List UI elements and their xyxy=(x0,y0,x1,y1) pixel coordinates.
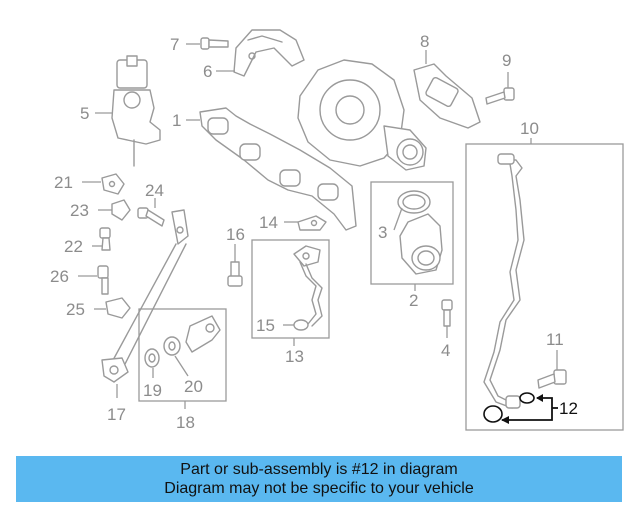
part-8-bracket[interactable] xyxy=(413,63,481,129)
part-5-actuator[interactable] xyxy=(111,55,161,167)
part-22-bolt[interactable] xyxy=(99,227,111,251)
callout-5[interactable]: 5 xyxy=(80,104,89,123)
callout-14[interactable]: 14 xyxy=(259,213,278,232)
part-14-clip[interactable] xyxy=(297,215,327,231)
leader-12 xyxy=(502,397,553,421)
callout-24[interactable]: 24 xyxy=(145,181,164,200)
part-2-intake-elbow[interactable] xyxy=(399,213,443,275)
part-7-bolt[interactable] xyxy=(200,37,229,50)
callout-11[interactable]: 11 xyxy=(546,330,564,349)
part-3-gasket[interactable] xyxy=(397,190,431,214)
callout-19[interactable]: 19 xyxy=(143,381,162,400)
banner-line-1: Part or sub-assembly is #12 in diagram xyxy=(180,461,458,478)
group-box-2 xyxy=(370,181,454,285)
callout-17[interactable]: 17 xyxy=(107,405,126,424)
parts-diagram: 7 6 5 1 8 xyxy=(50,29,624,432)
part-21-clamp[interactable] xyxy=(101,173,125,195)
part-20-washer[interactable] xyxy=(163,336,181,356)
callout-3[interactable]: 3 xyxy=(378,223,387,242)
callout-1[interactable]: 1 xyxy=(172,111,181,130)
part-17-support-rod[interactable] xyxy=(101,209,189,383)
callout-6[interactable]: 6 xyxy=(203,62,212,81)
callout-9[interactable]: 9 xyxy=(502,51,511,70)
part-15-seal[interactable] xyxy=(293,319,309,331)
part-6-heat-shield[interactable] xyxy=(233,29,305,77)
leader-12-arrow-upper xyxy=(536,394,543,402)
part-4-bolt[interactable] xyxy=(441,299,453,327)
callout-18[interactable]: 18 xyxy=(176,413,195,432)
group-box-13 xyxy=(251,239,330,339)
callout-23[interactable]: 23 xyxy=(70,201,89,220)
callout-2[interactable]: 2 xyxy=(409,291,418,310)
callout-26[interactable]: 26 xyxy=(50,267,69,286)
part-1-turbocharger-manifold[interactable] xyxy=(199,59,427,231)
part-11-bolt[interactable] xyxy=(537,369,567,389)
callout-7[interactable]: 7 xyxy=(170,35,179,54)
part-10-oil-line[interactable] xyxy=(483,153,525,409)
part-23-clamp[interactable] xyxy=(111,199,131,221)
part-19-washer[interactable] xyxy=(144,348,160,368)
callout-4[interactable]: 4 xyxy=(441,341,450,360)
part-25-clip[interactable] xyxy=(105,297,131,319)
callout-12[interactable]: 12 xyxy=(559,399,578,418)
group-box-10 xyxy=(465,143,624,431)
callout-22[interactable]: 22 xyxy=(64,237,83,256)
callout-21[interactable]: 21 xyxy=(54,173,73,192)
leader-12-arrow-lower xyxy=(501,416,509,424)
callout-10[interactable]: 10 xyxy=(520,119,539,138)
part-16-bolt[interactable] xyxy=(227,261,243,287)
callout-15[interactable]: 15 xyxy=(256,316,275,335)
callout-20[interactable]: 20 xyxy=(184,377,203,396)
part-9-bolt[interactable] xyxy=(485,87,515,105)
group-box-18 xyxy=(138,308,227,402)
banner-line-2: Diagram may not be specific to your vehi… xyxy=(164,480,474,497)
info-banner: Part or sub-assembly is #12 in diagram D… xyxy=(16,456,622,502)
part-12-seals[interactable] xyxy=(483,392,535,423)
callout-8[interactable]: 8 xyxy=(420,32,429,51)
part-18-banjo-bolt[interactable] xyxy=(185,315,221,353)
leader-20 xyxy=(174,355,189,377)
leader-3 xyxy=(393,207,403,231)
callout-13[interactable]: 13 xyxy=(285,347,304,366)
part-13-oil-feed-line[interactable] xyxy=(293,245,323,327)
callout-16[interactable]: 16 xyxy=(226,225,245,244)
callout-25[interactable]: 25 xyxy=(66,300,85,319)
part-26-bolt[interactable] xyxy=(97,265,109,295)
part-24-bolt[interactable] xyxy=(137,207,165,227)
